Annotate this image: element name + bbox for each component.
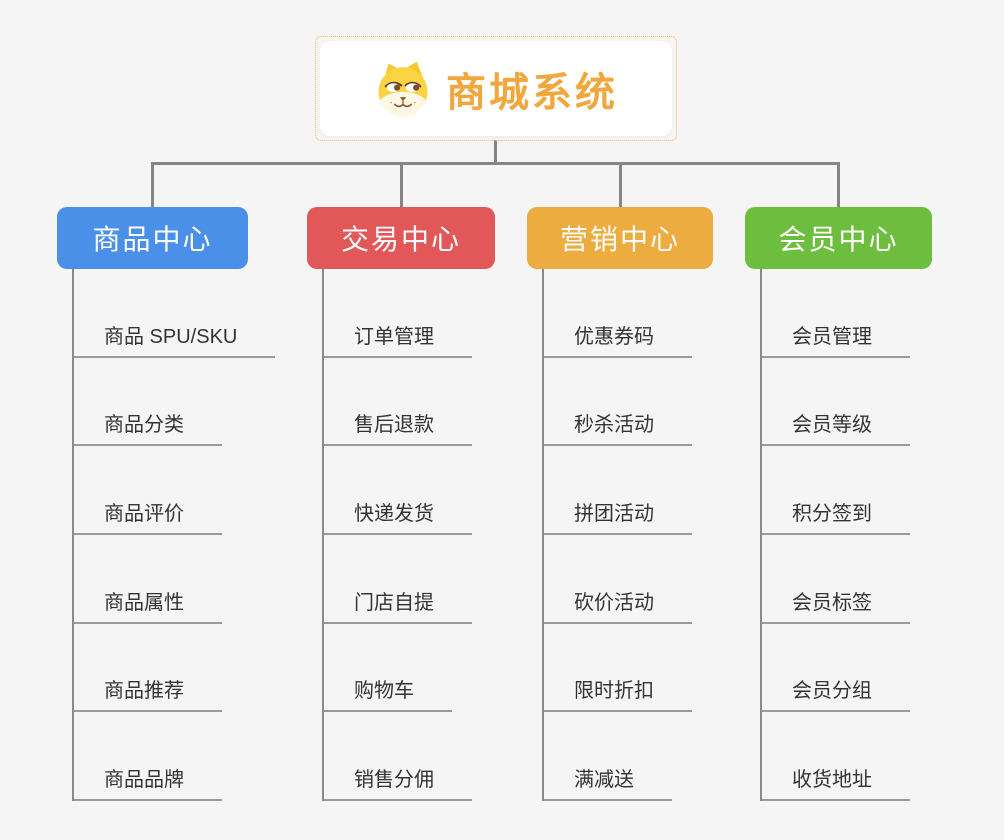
list-item: 优惠券码: [544, 269, 713, 358]
topic-sales-commission[interactable]: 销售分佣: [324, 763, 472, 802]
connector-drop-marketing: [619, 162, 622, 208]
topic-flash-sale[interactable]: 秒杀活动: [544, 408, 692, 447]
topic-coupon-code[interactable]: 优惠券码: [544, 320, 692, 358]
topic-member-tag[interactable]: 会员标签: [762, 586, 910, 624]
connector-root-stem: [494, 140, 497, 164]
connector-horizontal: [151, 162, 840, 165]
list-item: 商品品牌: [74, 712, 275, 802]
list-item: 商品分类: [74, 358, 275, 447]
topic-group-buy[interactable]: 拼团活动: [544, 497, 692, 536]
doge-icon: [378, 61, 428, 116]
topic-shipping-address[interactable]: 收货地址: [762, 763, 910, 802]
list-item: 拼团活动: [544, 446, 713, 536]
list-item: 满减送: [544, 712, 713, 802]
list-item: 售后退款: [324, 358, 495, 447]
topic-full-reduction[interactable]: 满减送: [544, 763, 672, 802]
list-item: 购物车: [324, 624, 495, 713]
topic-member-group[interactable]: 会员分组: [762, 674, 910, 713]
connector-drop-products: [151, 162, 154, 208]
branch-members: 会员中心 会员管理 会员等级 积分签到 会员标签 会员分组 收货地址: [745, 207, 932, 802]
topic-product-recommend[interactable]: 商品推荐: [74, 674, 222, 713]
topic-order-management[interactable]: 订单管理: [324, 320, 472, 358]
list-item: 限时折扣: [544, 624, 713, 713]
branch-header-products[interactable]: 商品中心: [57, 207, 248, 269]
list-item: 秒杀活动: [544, 358, 713, 447]
branch-items-trade: 订单管理 售后退款 快递发货 门店自提 购物车 销售分佣: [322, 269, 495, 802]
root-node[interactable]: 商城系统: [315, 36, 677, 141]
topic-express-shipping[interactable]: 快递发货: [324, 497, 472, 536]
topic-points-checkin[interactable]: 积分签到: [762, 497, 910, 536]
root-node-body: 商城系统: [320, 41, 672, 136]
branch-items-members: 会员管理 会员等级 积分签到 会员标签 会员分组 收货地址: [760, 269, 932, 802]
list-item: 商品推荐: [74, 624, 275, 713]
list-item: 商品评价: [74, 446, 275, 536]
topic-member-level[interactable]: 会员等级: [762, 408, 910, 447]
connector-drop-trade: [400, 162, 403, 208]
topic-product-review[interactable]: 商品评价: [74, 497, 222, 536]
list-item: 销售分佣: [324, 712, 495, 802]
list-item: 门店自提: [324, 535, 495, 624]
branch-header-trade[interactable]: 交易中心: [307, 207, 495, 269]
topic-product-brand[interactable]: 商品品牌: [74, 763, 222, 802]
branch-trade: 交易中心 订单管理 售后退款 快递发货 门店自提 购物车 销售分佣: [307, 207, 495, 802]
list-item: 砍价活动: [544, 535, 713, 624]
branch-header-marketing[interactable]: 营销中心: [527, 207, 713, 269]
list-item: 会员标签: [762, 535, 932, 624]
list-item: 商品属性: [74, 535, 275, 624]
list-item: 积分签到: [762, 446, 932, 536]
list-item: 收货地址: [762, 712, 932, 802]
topic-after-sale-refund[interactable]: 售后退款: [324, 408, 472, 447]
topic-bargain-activity[interactable]: 砍价活动: [544, 586, 692, 624]
branch-items-products: 商品 SPU/SKU 商品分类 商品评价 商品属性 商品推荐 商品品牌: [72, 269, 276, 802]
topic-product-category[interactable]: 商品分类: [74, 408, 222, 447]
root-title: 商城系统: [446, 70, 618, 115]
list-item: 商品 SPU/SKU: [74, 269, 276, 358]
branch-products: 商品中心 商品 SPU/SKU 商品分类 商品评价 商品属性 商品推荐 商品品牌: [57, 207, 276, 802]
topic-shopping-cart[interactable]: 购物车: [324, 674, 452, 713]
topic-member-management[interactable]: 会员管理: [762, 320, 910, 358]
branch-header-members[interactable]: 会员中心: [745, 207, 932, 269]
branch-marketing: 营销中心 优惠券码 秒杀活动 拼团活动 砍价活动 限时折扣 满减送: [527, 207, 713, 802]
connector-drop-members: [837, 162, 840, 208]
list-item: 会员管理: [762, 269, 932, 358]
list-item: 会员分组: [762, 624, 932, 713]
branch-items-marketing: 优惠券码 秒杀活动 拼团活动 砍价活动 限时折扣 满减送: [542, 269, 713, 802]
topic-product-spu-sku[interactable]: 商品 SPU/SKU: [74, 320, 276, 358]
list-item: 会员等级: [762, 358, 932, 447]
topic-limited-time-discount[interactable]: 限时折扣: [544, 674, 692, 713]
list-item: 订单管理: [324, 269, 495, 358]
list-item: 快递发货: [324, 446, 495, 536]
topic-store-pickup[interactable]: 门店自提: [324, 586, 472, 624]
topic-product-attribute[interactable]: 商品属性: [74, 586, 222, 624]
